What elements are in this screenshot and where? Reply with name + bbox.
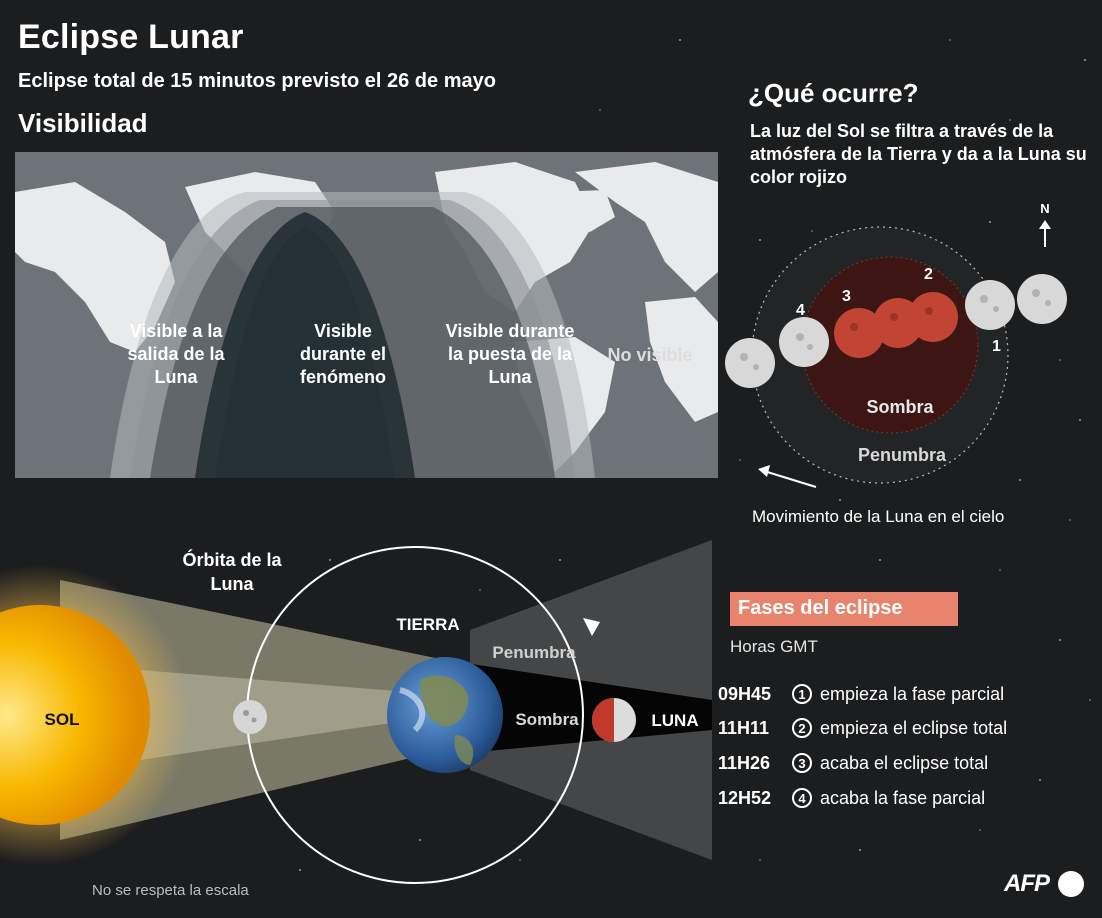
phase-row: 09H45 1 empieza la fase parcial bbox=[718, 681, 1004, 707]
phase-number-badge: 1 bbox=[792, 684, 812, 704]
moon-phase-2 bbox=[908, 292, 958, 342]
sun-label: SOL bbox=[45, 710, 80, 729]
phase-description: acaba el eclipse total bbox=[820, 752, 989, 773]
orbit-diagram: SOL TIERRA LUNA Penumbra Sombra bbox=[0, 540, 712, 884]
sun-graphic bbox=[0, 605, 150, 825]
visibility-map: Visible a la salida de la Luna Visible d… bbox=[15, 152, 718, 478]
phase-time: 12H52 bbox=[718, 787, 772, 808]
phase-description: empieza la fase parcial bbox=[820, 683, 1005, 704]
hours-label: Horas GMT bbox=[730, 637, 818, 656]
map-zone-label-during: Visible durante el fenómeno bbox=[299, 321, 387, 387]
phase-number-3: 3 bbox=[842, 288, 851, 305]
north-arrow-icon bbox=[1039, 220, 1051, 247]
moon-outside-left bbox=[725, 338, 775, 388]
phases-heading-tag: Fases del eclipse bbox=[730, 592, 958, 626]
umbra-cone bbox=[445, 660, 712, 755]
explanation-heading: ¿Qué ocurre? bbox=[748, 78, 919, 108]
umbra-label: Sombra bbox=[866, 397, 934, 417]
afp-logo-dot-icon bbox=[1058, 871, 1084, 897]
moon-positions bbox=[725, 274, 1067, 388]
phase-number-2: 2 bbox=[924, 266, 933, 283]
phase-row: 12H52 4 acaba la fase parcial bbox=[718, 785, 985, 811]
phase-number-badge: 3 bbox=[792, 753, 812, 773]
earth-label: TIERRA bbox=[396, 615, 459, 634]
phase-time: 11H26 bbox=[718, 752, 771, 773]
movement-arrow-icon bbox=[758, 465, 817, 488]
north-label: N bbox=[1040, 201, 1049, 216]
penumbra-label: Penumbra bbox=[858, 445, 947, 465]
phase-row: 11H26 3 acaba el eclipse total bbox=[718, 750, 988, 776]
map-zone-label-moonrise: Visible a la salida de la Luna bbox=[127, 321, 225, 387]
movement-label: Movimiento de la Luna en el cielo bbox=[752, 507, 1005, 526]
visibility-heading: Visibilidad bbox=[18, 108, 148, 138]
moon-phase-4 bbox=[779, 317, 829, 367]
phase-description: empieza el eclipse total bbox=[820, 717, 1008, 738]
page-title: Eclipse Lunar bbox=[18, 18, 244, 56]
phase-row: 11H11 2 empieza el eclipse total bbox=[718, 715, 1007, 741]
map-zone-label-moonset: Visible durante la puesta de la Luna bbox=[445, 321, 575, 387]
moon-label: LUNA bbox=[651, 711, 698, 730]
phase-number-1: 1 bbox=[992, 338, 1001, 355]
explanation-text: La luz del Sol se filtra a través de la … bbox=[750, 121, 1087, 187]
phase-number-badge: 4 bbox=[792, 788, 812, 808]
afp-logo-text: AFP bbox=[1004, 870, 1050, 897]
orbit-label: Órbita de la Luna bbox=[182, 550, 282, 594]
moon-phase-3 bbox=[834, 308, 884, 358]
phase-description: acaba la fase parcial bbox=[820, 787, 986, 808]
moon-phase-1 bbox=[965, 280, 1015, 330]
moon-outside-right bbox=[1017, 274, 1067, 324]
phase-number-4: 4 bbox=[796, 302, 805, 319]
phase-number-badge: 2 bbox=[792, 718, 812, 738]
orbit-penumbra-label: Penumbra bbox=[492, 643, 576, 662]
phases-heading: Fases del eclipse bbox=[738, 597, 903, 619]
orbit-umbra-label: Sombra bbox=[515, 710, 579, 729]
moon-new-position bbox=[233, 700, 267, 734]
eclipse-phase-diagram: 4 3 2 1 Sombra Penumbra N bbox=[725, 201, 1067, 488]
world-map-graphic bbox=[15, 152, 718, 478]
orbit-direction-arrow-icon bbox=[583, 618, 600, 636]
phase-time: 09H45 bbox=[718, 683, 772, 704]
map-zone-label-not-visible: No visible bbox=[607, 345, 693, 365]
page-subtitle: Eclipse total de 15 minutos previsto el … bbox=[18, 70, 496, 92]
phase-time: 11H11 bbox=[718, 717, 770, 738]
scale-note: No se respeta la escala bbox=[92, 882, 249, 899]
